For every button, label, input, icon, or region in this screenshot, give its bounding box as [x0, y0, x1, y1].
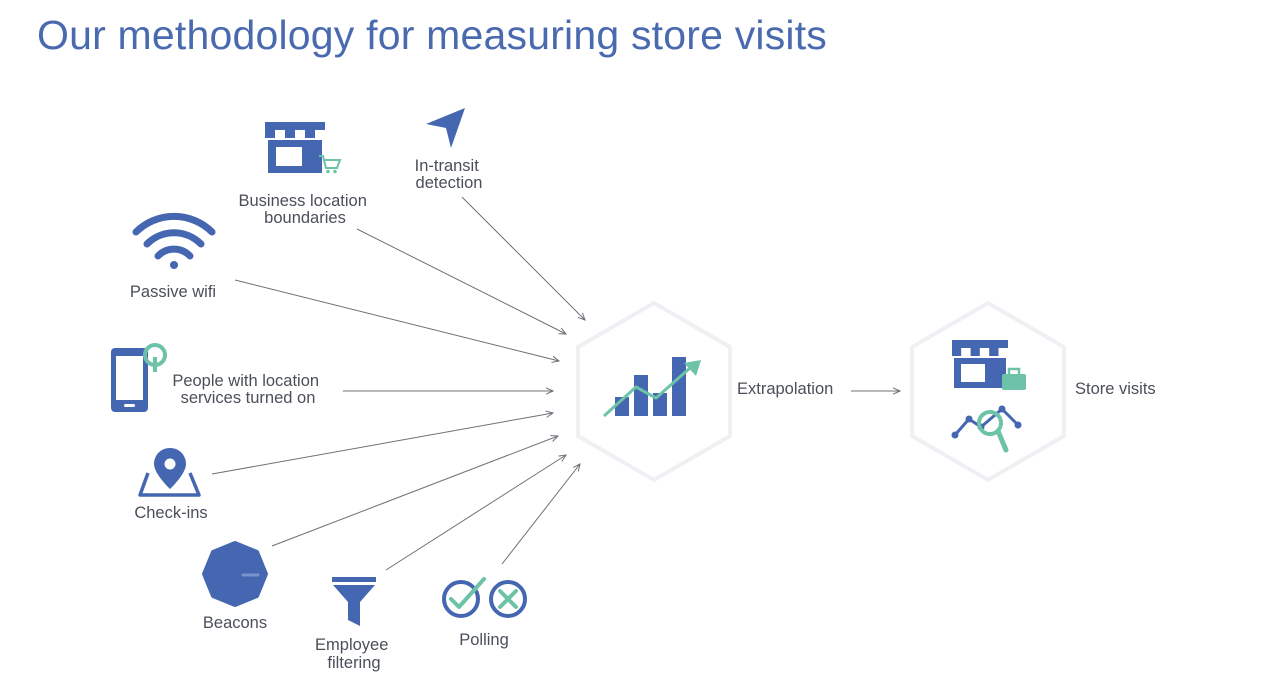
- storefront-cart-icon: [265, 122, 342, 174]
- phone-location-icon: [111, 343, 167, 412]
- node-beacons: Beacons: [202, 541, 268, 632]
- arrow-passive-wifi: [234, 279, 559, 361]
- node-passive-wifi-label: Passive wifi: [130, 283, 216, 301]
- hexagon-store-visits: [910, 300, 1066, 483]
- arrow-beacons: [271, 436, 558, 547]
- node-business-location-label: Business location boundaries: [238, 192, 371, 227]
- node-polling-label: Polling: [459, 631, 509, 649]
- arrow-in-transit: [461, 196, 585, 320]
- hexagon-extrapolation: [576, 300, 732, 483]
- node-store-visits: [910, 300, 1066, 483]
- node-extrapolation: [576, 300, 732, 483]
- connector-arrows: [211, 196, 900, 571]
- arrow-polling: [501, 464, 580, 565]
- map-pin-icon: [138, 448, 201, 497]
- node-polling: Polling: [442, 577, 527, 649]
- node-in-transit-label: In-transit detection: [415, 157, 484, 192]
- node-employee-filtering-label: Employee filtering: [315, 636, 393, 672]
- node-check-ins: Check-ins: [134, 448, 208, 522]
- node-business-location: Business location boundaries: [238, 122, 371, 227]
- node-business-location-label-line-1: Business location: [238, 192, 366, 210]
- node-check-ins-label: Check-ins: [134, 504, 207, 522]
- node-location-services: People with location services turned on: [111, 343, 323, 412]
- navigation-arrow-icon: [426, 108, 465, 148]
- node-business-location-label-line-2: boundaries: [264, 209, 346, 227]
- node-employee-filtering-label-line-1: Employee: [315, 636, 388, 654]
- wifi-icon: [132, 212, 216, 269]
- node-passive-wifi: Passive wifi: [130, 212, 216, 301]
- check-cross-icon: [442, 577, 527, 618]
- arrow-check-ins: [211, 413, 553, 475]
- arrow-business-location: [356, 228, 566, 334]
- node-location-services-label-line-2: services turned on: [181, 389, 316, 407]
- node-employee-filtering: Employee filtering: [315, 577, 393, 672]
- process-label: Extrapolation: [737, 380, 833, 398]
- node-location-services-label-line-1: People with location: [172, 372, 319, 390]
- node-in-transit-label-line-2: detection: [416, 174, 483, 192]
- bar-chart-trend-icon: [602, 357, 701, 418]
- beacon-icon: [202, 541, 268, 607]
- node-location-services-label: People with location services turned on: [172, 372, 323, 407]
- output-label: Store visits: [1075, 380, 1156, 398]
- storefront-analytics-icon: [951, 340, 1026, 453]
- node-in-transit-label-line-1: In-transit: [415, 157, 480, 175]
- node-in-transit: In-transit detection: [415, 108, 484, 192]
- page-title: Our methodology for measuring store visi…: [37, 12, 828, 58]
- funnel-icon: [332, 577, 376, 626]
- node-employee-filtering-label-line-2: filtering: [327, 654, 380, 672]
- arrow-employee-filtering: [385, 455, 566, 571]
- node-beacons-label: Beacons: [203, 614, 267, 632]
